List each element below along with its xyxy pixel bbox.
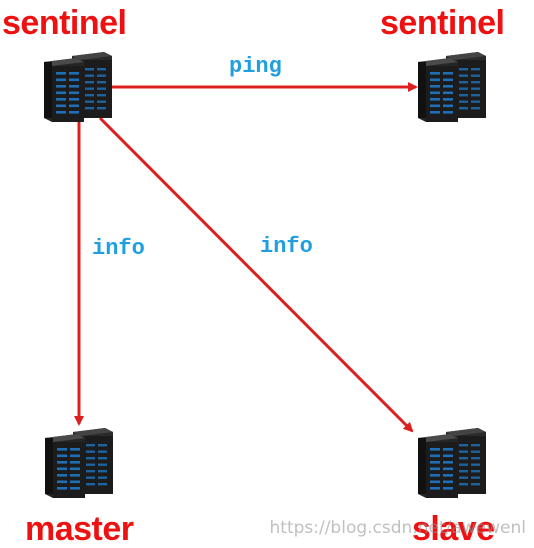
edge-label-info-master: info bbox=[92, 236, 145, 261]
node-label-slave: slave bbox=[412, 510, 495, 548]
node-label-sentinel-left: sentinel bbox=[2, 4, 127, 42]
node-label-master: master bbox=[25, 510, 134, 548]
server-icon bbox=[44, 52, 112, 122]
edge-label-ping: ping bbox=[229, 54, 282, 79]
server-icon bbox=[418, 428, 486, 498]
edge-info-slave bbox=[98, 116, 414, 433]
server-icon bbox=[418, 52, 486, 122]
edge-label-info-slave: info bbox=[260, 234, 313, 259]
server-icon bbox=[45, 428, 113, 498]
node-label-sentinel-right: sentinel bbox=[380, 4, 505, 42]
watermark: https://blog.csdn.net/awewenl bbox=[269, 518, 527, 538]
